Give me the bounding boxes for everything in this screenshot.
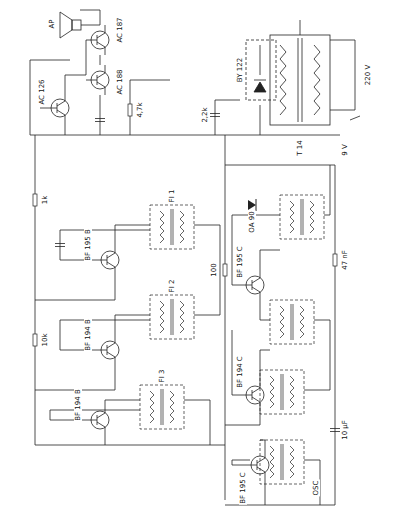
capacitor-symbol (210, 114, 220, 117)
transistor-symbol (96, 245, 119, 275)
part-label: BF 194 C (236, 355, 244, 389)
part-label: BF 195 B (84, 228, 92, 261)
capacitor-symbol (55, 244, 65, 247)
part-label: 10 µF (341, 419, 349, 441)
if-transformer (140, 385, 184, 429)
oscillator-coil (260, 440, 304, 484)
part-label: BF 195 C (236, 245, 244, 279)
part-label: 47 nF (341, 249, 349, 271)
transistor-symbol (246, 450, 269, 480)
speaker-symbol (60, 12, 81, 38)
part-label: OA 90 (248, 210, 256, 233)
transistor-symbol (86, 65, 109, 95)
part-label: BF 194 B (84, 318, 92, 351)
part-label: 1k (41, 195, 49, 206)
part-label: OSC (312, 480, 320, 497)
if-transformer (150, 295, 194, 339)
transistor-symbol (86, 405, 109, 435)
part-label: BY 122 (236, 57, 244, 83)
resistor-symbol (333, 254, 337, 266)
transistor-symbol (86, 25, 109, 55)
part-label: BF 195 C (239, 471, 247, 505)
power-transformer (246, 35, 360, 125)
part-label: FI 2 (168, 279, 176, 294)
rf-coil (270, 300, 314, 344)
capacitor-symbol (95, 119, 105, 122)
rf-coil (260, 370, 304, 414)
transistor-symbol (241, 380, 264, 410)
part-label: AC 126 (38, 78, 46, 105)
part-label: 100 (210, 262, 218, 277)
part-label: 220 V (364, 64, 372, 86)
part-label: AP (48, 18, 56, 29)
rf-coil (280, 195, 324, 239)
part-label: FI 1 (168, 189, 176, 204)
part-label: 2,2k (201, 106, 209, 123)
diode-symbol (248, 200, 256, 210)
resistor-symbol (33, 334, 37, 346)
part-label: 4,7k (136, 101, 144, 118)
part-label: AC 187 (116, 16, 124, 43)
transistor-symbol (241, 270, 264, 300)
diode-symbol (256, 199, 257, 211)
part-label: 10k (41, 333, 49, 348)
resistor-symbol (223, 264, 227, 276)
transistor-symbol (96, 335, 119, 365)
part-label: T 14 (296, 139, 304, 156)
transistor-symbol (46, 93, 69, 123)
part-label: FI 3 (158, 369, 166, 384)
capacitor-symbol (330, 429, 340, 432)
wires (30, 10, 355, 505)
part-label: 9 V (341, 143, 349, 156)
resistor-symbol (33, 194, 37, 206)
resistor-symbol (128, 104, 132, 116)
if-transformer (150, 205, 194, 249)
part-label: AC 188 (116, 68, 124, 95)
part-label: BF 194 B (74, 388, 82, 421)
